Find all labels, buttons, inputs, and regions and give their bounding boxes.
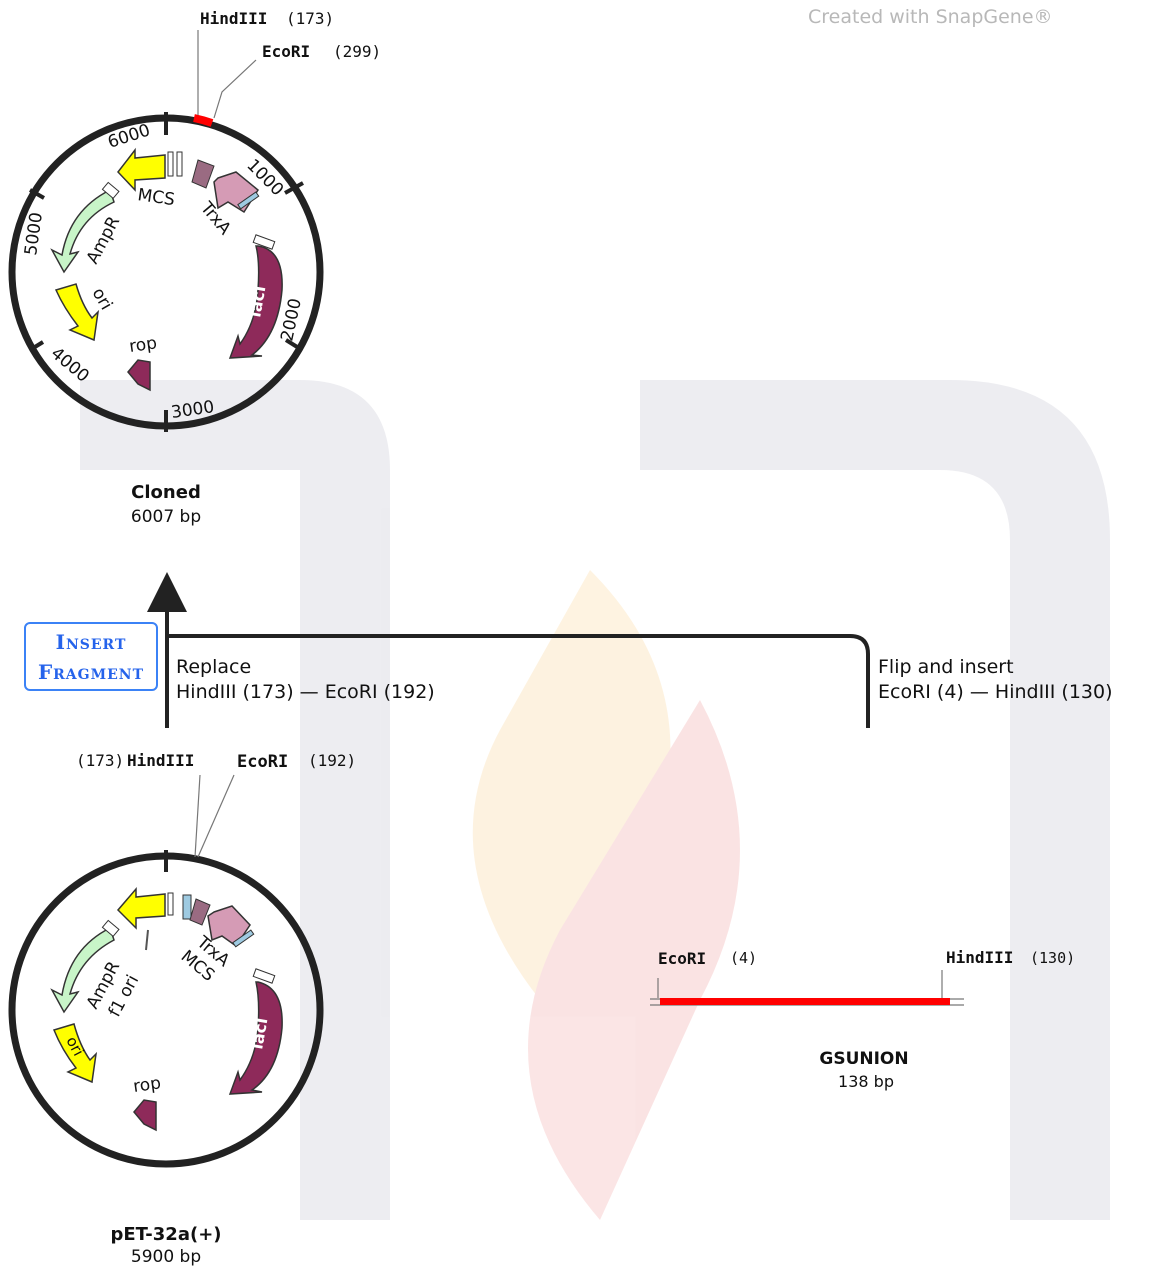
replace-title: Replace xyxy=(176,656,251,678)
badge-line-1: Insert xyxy=(55,629,127,654)
vector-ori-arrow xyxy=(52,1023,98,1084)
insert-size: 138 bp xyxy=(838,1072,894,1091)
cloned-insert-segment xyxy=(193,114,214,127)
cloned-feature-mcs: MCS xyxy=(136,185,176,210)
cloned-feature-trxa: TrxA xyxy=(196,198,235,240)
insert-site-ecori-pos: (4) xyxy=(730,949,757,967)
cloned-rop-arrow xyxy=(127,359,151,392)
flip-title: Flip and insert xyxy=(878,656,1014,678)
cloned-lac-promoter xyxy=(252,234,276,250)
cloned-ori-arrow xyxy=(54,283,100,342)
cloned-amp-promoter xyxy=(101,181,120,200)
workflow-connectors xyxy=(147,572,870,728)
badge-line-2: Fragment xyxy=(37,659,145,684)
insert-linear-map: EcoRI (4) HindIII (130) GSUNION 138 bp xyxy=(650,948,1075,1091)
cloned-tag-stripes xyxy=(191,159,215,189)
cloned-small-feature-b xyxy=(176,151,183,177)
vector-feature-rop: rop xyxy=(132,1073,162,1097)
snapgene-watermark: Created with SnapGene® xyxy=(808,6,1053,28)
vector-site-ecori-pos: (192) xyxy=(308,751,356,770)
vector-name: pET-32a(+) xyxy=(110,1224,221,1245)
flip-detail: EcoRI (4) — HindIII (130) xyxy=(878,681,1113,703)
cloned-feature-ampr: AmpR xyxy=(83,213,125,267)
cloned-mcs-arrow xyxy=(117,147,166,192)
insert-name: GSUNION xyxy=(819,1049,908,1069)
vector-site-hindiii-name: HindIII xyxy=(127,751,194,770)
cloned-small-feature-a xyxy=(167,151,174,177)
cloned-laci-arrow xyxy=(228,245,283,359)
insert-site-ecori-name: EcoRI xyxy=(658,949,706,968)
cloned-his-tag xyxy=(237,191,260,210)
vector-size: 5900 bp xyxy=(131,1247,201,1267)
cloned-site-hindiii-pos: (173) xyxy=(286,9,334,28)
replace-detail: HindIII (173) — EcoRI (192) xyxy=(176,681,435,703)
flip-connector xyxy=(167,634,870,728)
cloned-ampr-arrow xyxy=(50,188,115,274)
insert-fragment-badge: Insert Fragment xyxy=(24,622,158,691)
cloned-feature-ori: ori xyxy=(88,285,116,314)
vector-site-hindiii-pos: (173) xyxy=(76,751,124,770)
vector-trxa-arrow xyxy=(207,905,251,948)
cloned-name: Cloned xyxy=(131,482,201,503)
vector-laci-arrow xyxy=(228,981,283,1095)
vector-site-ecori-name: EcoRI xyxy=(237,752,288,772)
cloned-tick-2000: 2000 xyxy=(277,297,306,343)
cloned-feature-rop: rop xyxy=(128,333,158,357)
background-logo xyxy=(80,380,1110,1220)
insert-site-hindiii-name: HindIII xyxy=(946,948,1013,967)
cloned-site-hindiii-name: HindIII xyxy=(200,9,267,28)
insert-red-bar xyxy=(660,998,950,1005)
cloned-site-ecori-name: EcoRI xyxy=(262,42,310,61)
cloned-site-ecori-pos: (299) xyxy=(333,42,381,61)
vector-rop-arrow xyxy=(133,1099,157,1132)
cloned-size: 6007 bp xyxy=(131,507,201,527)
vector-yellow-arrow xyxy=(116,886,166,930)
vector-ampr-arrow xyxy=(50,926,115,1014)
cloned-ticks xyxy=(28,112,304,432)
insert-site-hindiii-pos: (130) xyxy=(1030,949,1075,967)
